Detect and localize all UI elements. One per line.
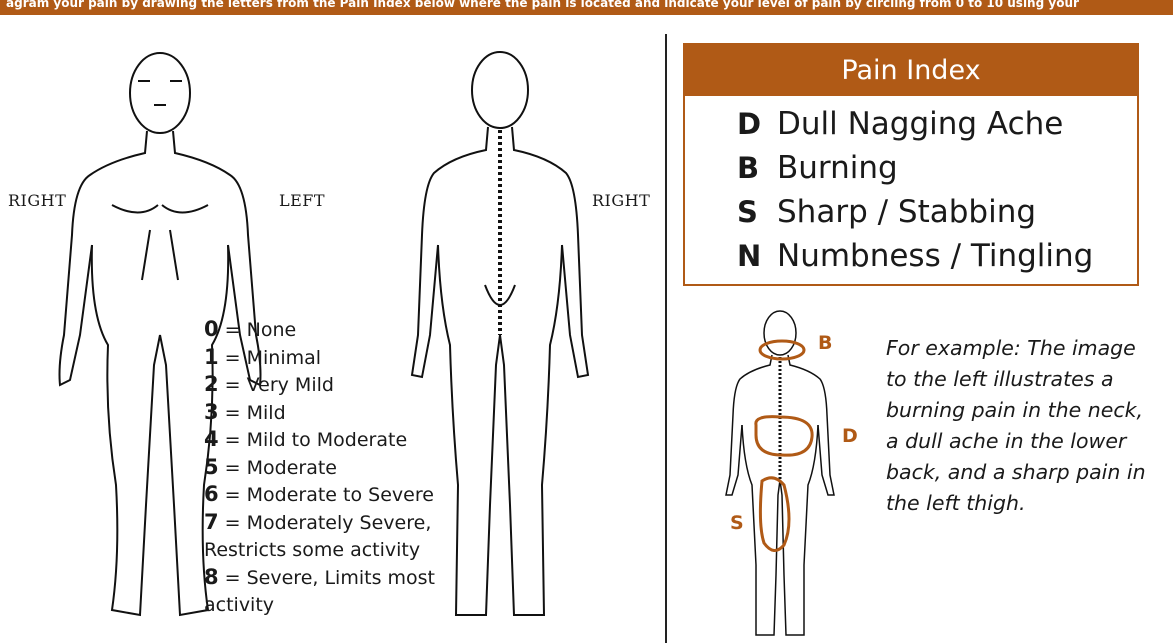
front-right-label: RIGHT [8, 191, 66, 210]
scale-item: Restricts some activity [204, 536, 504, 564]
scale-item: 2 = Very Mild [204, 371, 504, 399]
example-marker-d: D [842, 425, 858, 447]
instructions-text: agram your pain by drawing the letters f… [0, 0, 1079, 10]
column-divider [665, 34, 667, 643]
instructions-banner: agram your pain by drawing the letters f… [0, 0, 1173, 15]
example-marker-b: B [818, 332, 832, 354]
example-body-diagram [700, 305, 850, 644]
scale-item: 5 = Moderate [204, 454, 504, 482]
example-marker-s: S [730, 512, 744, 534]
example-body-outline [700, 305, 850, 640]
scale-item: 7 = Moderately Severe, [204, 509, 504, 537]
pain-scale: 0 = None 1 = Minimal 2 = Very Mild 3 = M… [204, 316, 504, 619]
scale-item: 6 = Moderate to Severe [204, 481, 504, 509]
front-left-label: LEFT [279, 191, 325, 210]
scale-item: 3 = Mild [204, 399, 504, 427]
scale-item: 8 = Severe, Limits most [204, 564, 504, 592]
scale-item: 4 = Mild to Moderate [204, 426, 504, 454]
scale-item: 1 = Minimal [204, 344, 504, 372]
scale-item: 0 = None [204, 316, 504, 344]
example-description: For example: The image to the left illus… [886, 333, 1156, 519]
back-right-label: RIGHT [592, 191, 650, 210]
pain-index-title: Pain Index [685, 45, 1137, 96]
scale-item: activity [204, 591, 504, 619]
